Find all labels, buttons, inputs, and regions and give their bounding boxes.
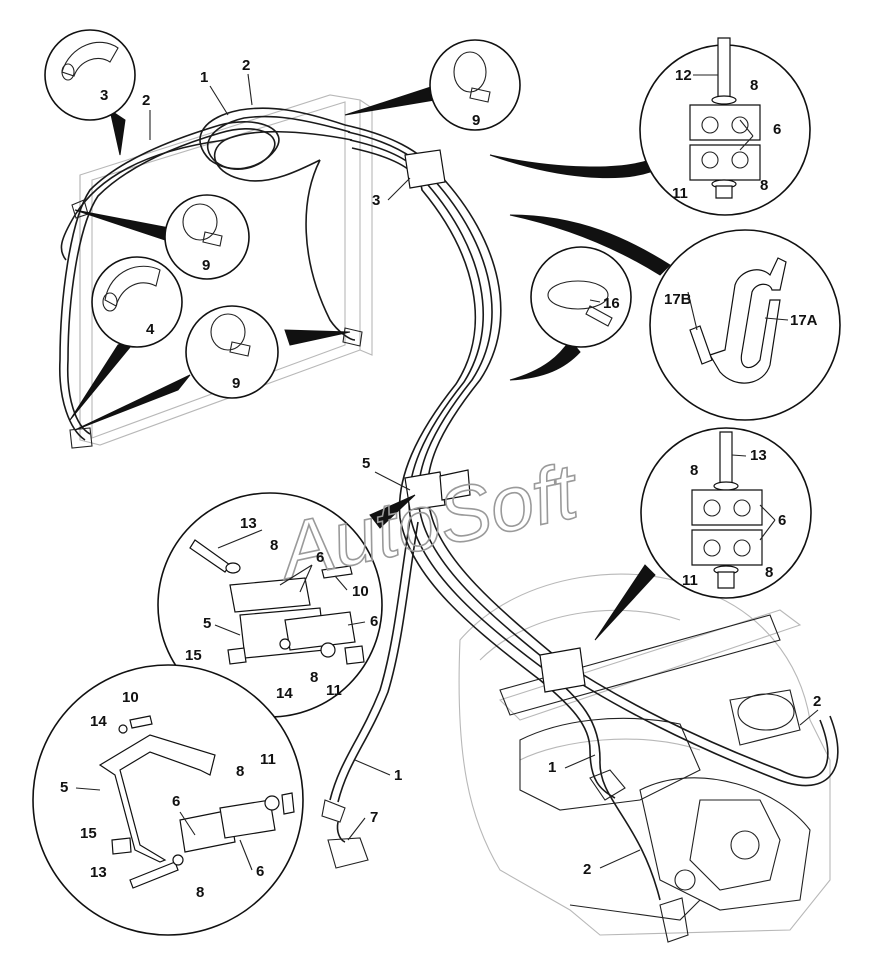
label-2-d: 2	[583, 861, 591, 878]
label-5-a: 5	[362, 455, 370, 472]
callout-clamp-9-top	[429, 39, 521, 131]
label-6-a: 6	[773, 121, 781, 138]
label-6-c: 6	[316, 549, 324, 566]
label-2-b: 2	[142, 92, 150, 109]
callout-strap-16	[530, 246, 632, 348]
label-10-b: 10	[122, 689, 139, 706]
label-9-a: 9	[472, 112, 480, 129]
label-8-f: 8	[310, 669, 318, 686]
label-10-a: 10	[352, 583, 369, 600]
label-12: 12	[675, 67, 692, 84]
label-13-c: 13	[90, 864, 107, 881]
label-2-a: 2	[242, 57, 250, 74]
label-1-b: 1	[394, 767, 402, 784]
label-3-b: 3	[372, 192, 380, 209]
clamp-blocks	[404, 149, 689, 943]
label-11-b: 11	[682, 572, 698, 589]
label-6-e: 6	[172, 793, 180, 810]
label-6-f: 6	[256, 863, 264, 880]
label-16: 16	[603, 295, 620, 312]
label-9-b: 9	[202, 257, 210, 274]
label-11-d: 11	[260, 751, 276, 768]
label-8-e: 8	[270, 537, 278, 554]
label-7: 7	[370, 809, 378, 826]
callout-clamp-stack-top	[639, 37, 811, 216]
label-9-c: 9	[232, 375, 240, 392]
callout-clamp-stack-mid	[640, 427, 812, 599]
callout-leaders	[69, 84, 671, 641]
callout-hose-3	[44, 29, 136, 121]
label-15-b: 15	[80, 825, 97, 842]
label-1-c: 1	[548, 759, 556, 776]
callout-clamp-9-low	[185, 305, 279, 399]
label-13-b: 13	[240, 515, 257, 532]
label-14-a: 14	[276, 685, 293, 702]
watermark: AutoSoft	[269, 446, 587, 596]
label-5-b: 5	[203, 615, 211, 632]
label-8-d: 8	[765, 564, 773, 581]
callout-bracket-assembly-mid	[157, 492, 383, 718]
label-6-d: 6	[370, 613, 378, 630]
label-13-a: 13	[750, 447, 767, 464]
label-5-c: 5	[60, 779, 68, 796]
label-1-a: 1	[200, 69, 208, 86]
label-8-b: 8	[760, 177, 768, 194]
callout-hose-4	[91, 256, 183, 348]
label-17b: 17B	[664, 291, 692, 308]
callout-bracket-assembly-low	[32, 664, 304, 936]
label-leaders	[75, 73, 819, 871]
label-15-a: 15	[185, 647, 202, 664]
part-labels: 1 2 2 3 9 3 9 4 9 16 17B 17A 12 8 6 11 8…	[60, 57, 821, 901]
label-14-b: 14	[90, 713, 107, 730]
transmission-outline	[458, 573, 831, 936]
label-17a: 17A	[790, 312, 818, 329]
label-6-b: 6	[778, 512, 786, 529]
callout-clamp-9-mid	[164, 194, 250, 280]
label-4: 4	[146, 321, 155, 338]
label-8-h: 8	[196, 884, 204, 901]
label-8-g: 8	[236, 763, 244, 780]
callout-bracket-17	[649, 229, 841, 421]
cooler-outline	[79, 94, 373, 446]
label-8-c: 8	[690, 462, 698, 479]
label-8-a: 8	[750, 77, 758, 94]
label-11-a: 11	[672, 185, 688, 202]
label-11-c: 11	[326, 682, 342, 699]
label-3-a: 3	[100, 87, 108, 104]
label-2-c: 2	[813, 693, 821, 710]
